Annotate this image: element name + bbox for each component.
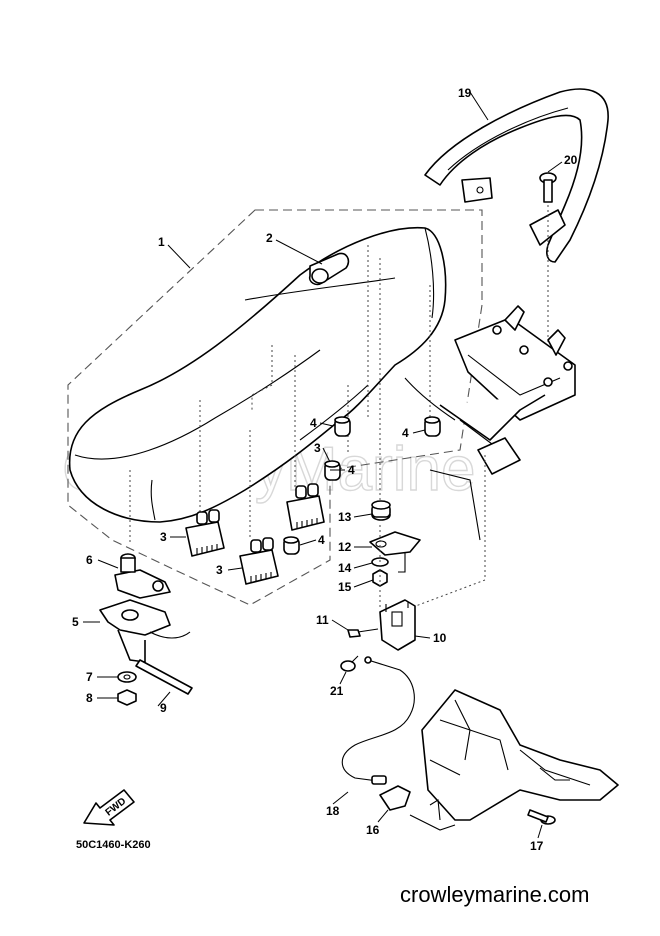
part-4-cushions xyxy=(283,416,441,555)
callout-17: 17 xyxy=(530,839,544,853)
seat xyxy=(68,226,447,523)
callout-19: 19 xyxy=(458,86,472,100)
part-5-latch-bracket xyxy=(99,599,191,663)
assembly-boundary xyxy=(67,209,483,606)
callout-4a: 4 xyxy=(310,416,317,430)
part-2-bumper xyxy=(308,252,350,286)
part-18-cable xyxy=(341,656,415,785)
rear-storage-box xyxy=(421,689,619,821)
callout-11: 11 xyxy=(316,613,329,627)
callout-5: 5 xyxy=(72,615,79,629)
part-13-grommet xyxy=(371,500,391,521)
callout-4b: 4 xyxy=(348,463,355,477)
callout-3a: 3 xyxy=(160,530,167,544)
part-19-grab-bar xyxy=(424,88,609,263)
seat-hole-guides xyxy=(129,245,431,545)
part-8-nut xyxy=(117,689,137,706)
callout-14: 14 xyxy=(338,561,352,575)
part-6-lock-plate xyxy=(114,553,171,599)
callout-3b: 3 xyxy=(216,563,223,577)
callout-21: 21 xyxy=(330,684,344,698)
callout-8: 8 xyxy=(86,691,93,705)
callout-15: 15 xyxy=(338,580,352,594)
callout-13: 13 xyxy=(338,510,352,524)
part-16-cable-bracket xyxy=(379,785,456,831)
diagram-code: 50C1460-K260 xyxy=(76,839,151,851)
callout-1: 1 xyxy=(158,235,165,249)
part-7-washer xyxy=(117,671,137,683)
callout-4c: 4 xyxy=(402,426,409,440)
callout-3c: 3 xyxy=(314,441,321,455)
frame-guide-2 xyxy=(404,579,486,611)
part-3-damper-c xyxy=(286,483,325,531)
part-15-nut xyxy=(372,569,388,587)
leader-lines xyxy=(83,91,563,839)
callout-7: 7 xyxy=(86,670,93,684)
part-3-damper-a xyxy=(185,509,225,557)
callout-12: 12 xyxy=(338,540,352,554)
callout-9: 9 xyxy=(160,701,167,715)
part-21-clamp xyxy=(340,655,359,672)
callout-10: 10 xyxy=(433,631,447,645)
callout-4d: 4 xyxy=(318,533,325,547)
part-11-screw xyxy=(347,628,379,638)
fwd-arrow-icon: FWD xyxy=(83,789,135,826)
part-9-pin xyxy=(135,659,193,695)
callout-20: 20 xyxy=(564,153,578,167)
callout-18: 18 xyxy=(326,804,340,818)
rear-frame xyxy=(404,305,576,541)
callout-2: 2 xyxy=(266,231,273,245)
callout-16: 16 xyxy=(366,823,380,837)
part-12-bracket xyxy=(369,531,421,573)
site-url: crowleymarine.com xyxy=(400,882,590,907)
part-17-bolt xyxy=(527,809,556,825)
part-10-seat-lock xyxy=(379,599,416,651)
callout-6: 6 xyxy=(86,553,93,567)
part-3-damper-b xyxy=(239,537,279,585)
